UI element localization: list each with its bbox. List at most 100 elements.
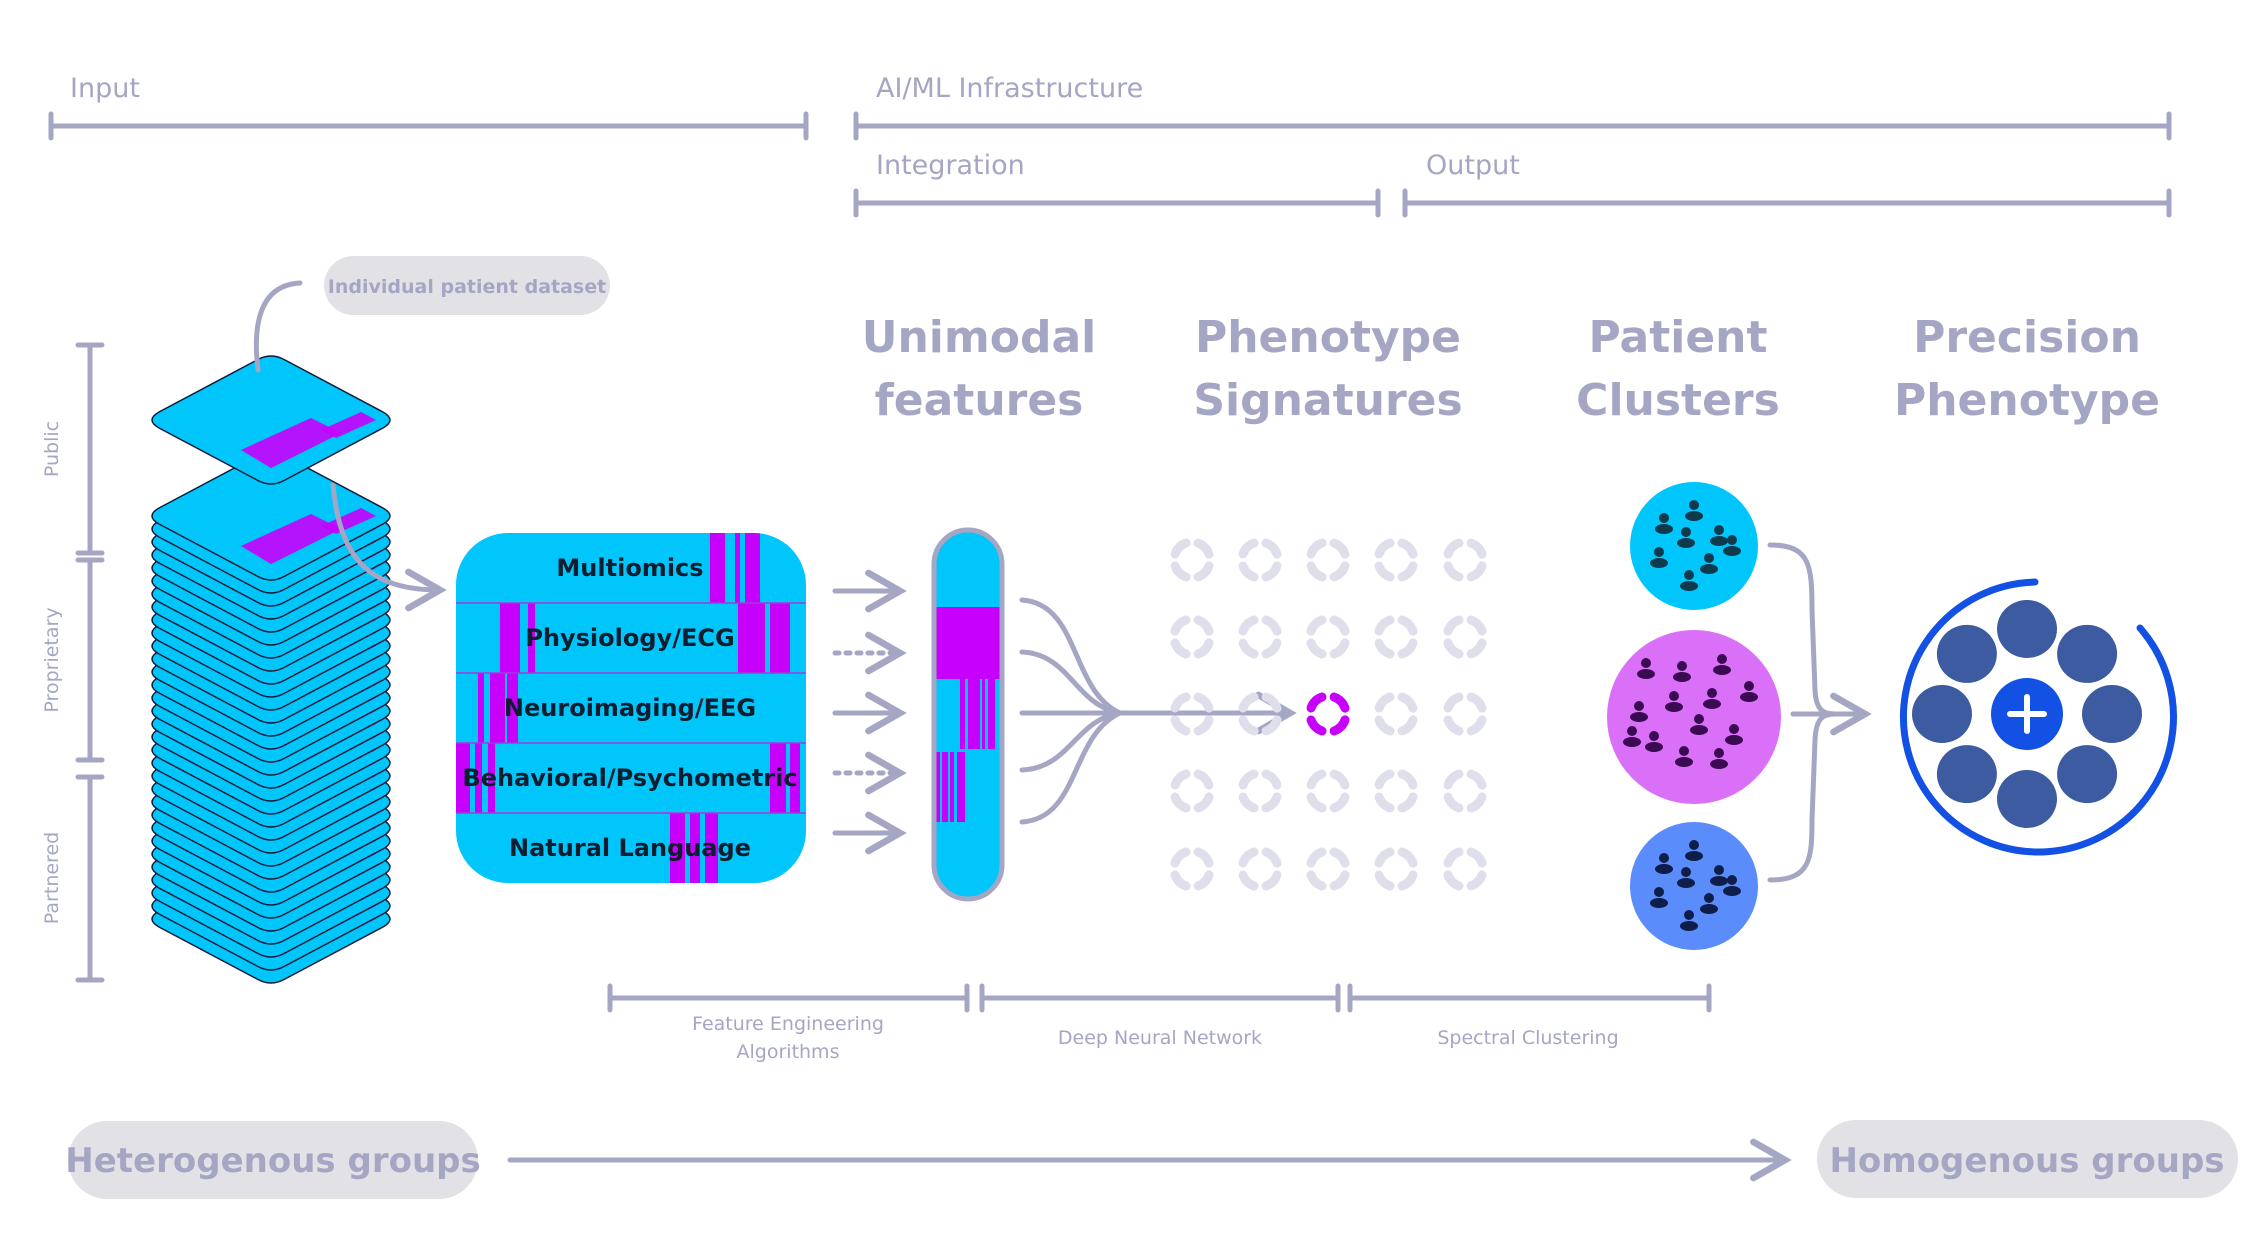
- phenotype-member: [1997, 770, 2057, 828]
- precision-ring: [1899, 578, 2177, 856]
- stage-title-line2: Signatures: [1193, 375, 1462, 426]
- dataset-top-layer: [151, 355, 391, 485]
- modality-physiology-ecg: Physiology/ECG: [525, 624, 734, 652]
- signature-node: [1373, 768, 1419, 814]
- integration-bracket: [853, 188, 1381, 218]
- callout-connector: [253, 280, 303, 373]
- signature-node: [1237, 614, 1283, 660]
- section-input-label: Input: [70, 73, 140, 104]
- merge-line: [1767, 711, 1838, 883]
- section-output: Output: [1402, 150, 2172, 218]
- precision-phenotype: [1899, 578, 2177, 856]
- section-integration-label: Integration: [876, 150, 1025, 181]
- signature-node: [1442, 614, 1488, 660]
- patient-icon: [1723, 875, 1741, 896]
- fork-line: [1019, 649, 1123, 716]
- patient-icon: [1680, 910, 1698, 931]
- input-bracket: [48, 111, 809, 141]
- patient-icon: [1710, 865, 1728, 886]
- phenotype-member: [1936, 745, 1997, 804]
- patient-icon: [1703, 688, 1721, 709]
- modality-natural-language: Natural Language: [509, 834, 751, 862]
- callout-individual-dataset: Individual patient dataset: [253, 256, 610, 373]
- plus-icon: [1991, 678, 2063, 750]
- signature-node: [1169, 614, 1215, 660]
- data-source-brackets: Public Proprietary Partnered: [41, 342, 105, 983]
- section-integration: Integration: [853, 150, 1381, 218]
- patient-icon: [1700, 893, 1718, 914]
- ai-ml-bracket: [853, 111, 2172, 141]
- patient-icon: [1723, 535, 1741, 556]
- modality-arrows: [832, 569, 907, 855]
- signature-node: [1305, 537, 1351, 583]
- heterogenous-label: Heterogenous groups: [65, 1141, 480, 1181]
- signature-node: [1442, 768, 1488, 814]
- signature-node: [1169, 846, 1215, 892]
- homogenous-pill: [1817, 1120, 2238, 1198]
- stage-title-line1: Patient: [1588, 312, 1767, 363]
- patient-icon: [1700, 553, 1718, 574]
- stage-title-line1: Precision: [1913, 312, 2141, 363]
- stage-title-line2: Clusters: [1576, 375, 1780, 426]
- patient-icon: [1623, 726, 1641, 747]
- section-ai-ml-label: AI/ML Infrastructure: [876, 73, 1143, 104]
- signature-node: [1169, 768, 1215, 814]
- patient-icon: [1713, 654, 1731, 675]
- modality-neuroimaging-eeg: Neuroimaging/EEG: [504, 694, 756, 722]
- signature-node: [1373, 537, 1419, 583]
- heterogenous-pill: [68, 1121, 478, 1199]
- stage-title-precision-phenotype: Precision Phenotype: [1894, 312, 2160, 426]
- patient-icon: [1637, 658, 1655, 679]
- group-heterogenous: Heterogenous groups: [65, 1121, 481, 1199]
- output-bracket: [1402, 188, 2172, 218]
- patient-icon: [1690, 714, 1708, 735]
- patient-icon: [1645, 731, 1663, 752]
- signature-node: [1237, 768, 1283, 814]
- phenotype-member: [1936, 624, 1997, 683]
- patient-icon: [1677, 527, 1695, 548]
- bracket-proprietary: [75, 557, 105, 763]
- signature-node: [1373, 691, 1419, 737]
- fork-line: [1019, 597, 1123, 716]
- fusion-fork: [1019, 597, 1297, 825]
- phenotype-member: [2082, 685, 2142, 743]
- method-label-line1: Feature Engineering: [692, 1013, 884, 1035]
- patient-icon: [1710, 748, 1728, 769]
- homogenous-label: Homogenous groups: [1829, 1141, 2224, 1181]
- patient-clusters: [1607, 482, 1781, 950]
- group-homogenous: Homogenous groups: [1817, 1120, 2238, 1198]
- fork-line: [1019, 710, 1123, 825]
- patient-icon: [1677, 867, 1695, 888]
- bracket-public: [75, 342, 105, 556]
- patient-cluster-3: [1630, 822, 1758, 950]
- patient-icon: [1650, 547, 1668, 568]
- stage-title-line2: Phenotype: [1894, 375, 2160, 426]
- patient-icon: [1740, 681, 1758, 702]
- source-label-partnered: Partnered: [41, 832, 63, 924]
- signature-node-selected: [1305, 691, 1351, 737]
- bracket-deep-neural-network: [979, 983, 1341, 1013]
- patient-icon: [1685, 840, 1703, 861]
- stage-title-patient-clusters: Patient Clusters: [1576, 312, 1780, 426]
- section-output-label: Output: [1426, 150, 1520, 181]
- signature-node: [1442, 846, 1488, 892]
- source-label-public: Public: [41, 421, 63, 477]
- stage-title-line1: Unimodal: [862, 312, 1096, 363]
- bracket-feature-engineering: [607, 983, 970, 1013]
- callout-label: Individual patient dataset: [328, 276, 606, 298]
- cluster-merge: [1767, 542, 1872, 883]
- modality-box: Multiomics Physiology/ECG Neuroimaging/E…: [456, 533, 806, 883]
- stage-title-line2: features: [875, 375, 1084, 426]
- patient-icon: [1685, 500, 1703, 521]
- phenotype-member: [2057, 624, 2118, 683]
- patient-icon: [1650, 887, 1668, 908]
- signature-node: [1305, 614, 1351, 660]
- patient-icon: [1675, 746, 1693, 767]
- dataset-layer: [151, 451, 391, 581]
- method-label-dnn: Deep Neural Network: [1058, 1027, 1262, 1049]
- patient-icon: [1665, 691, 1683, 712]
- patient-icon: [1673, 661, 1691, 682]
- patient-icon: [1655, 853, 1673, 874]
- signature-node: [1442, 537, 1488, 583]
- bracket-partnered: [75, 774, 105, 983]
